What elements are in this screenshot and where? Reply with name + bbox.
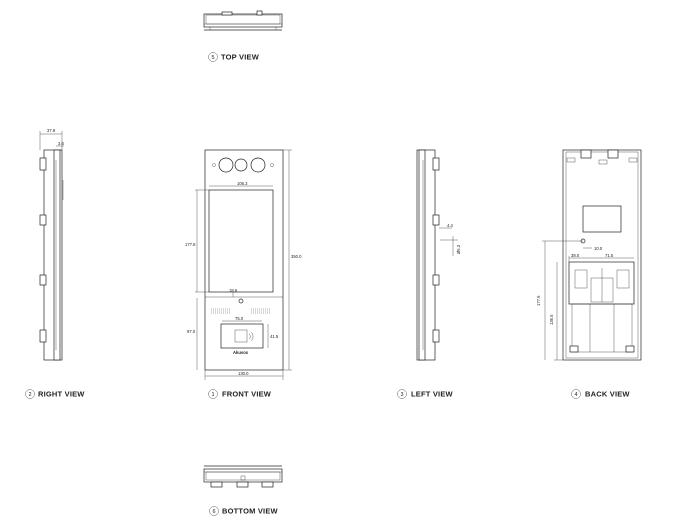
back-dim-d: 177.6 — [536, 295, 541, 306]
lower-height-dim: 97.0 — [187, 329, 196, 334]
total-width-dim: 130.0 — [238, 371, 249, 376]
back-view-drawing: 10.0 38.0 71.5 177.6 136.5 — [536, 149, 642, 361]
bottom-view-label: BOTTOM VIEW — [222, 507, 279, 516]
bottom-view-caption: 6 BOTTOM VIEW — [209, 506, 279, 516]
label-plate — [582, 205, 622, 233]
left-view-label: LEFT VIEW — [411, 390, 454, 399]
back-dim-b: 71.5 — [605, 253, 614, 258]
left-dim-a: 4.4 — [447, 223, 453, 228]
top-view-number: 5 — [211, 55, 214, 61]
screen-height-dim: 177.8 — [185, 242, 196, 247]
right-view-drawing: 37.9 3.6 — [39, 128, 64, 361]
front-view-label: FRONT VIEW — [222, 390, 272, 399]
back-view-caption: 4 BACK VIEW — [571, 389, 630, 399]
brand-logo: Akuvox — [233, 350, 249, 355]
sensor-slot-1 — [218, 157, 234, 173]
reader-height-dim: 41.5 — [270, 334, 279, 339]
camera-lens — [234, 158, 248, 172]
top-view-drawing — [203, 10, 283, 31]
back-dim-c: 10.0 — [594, 246, 603, 251]
top-view-caption: 5 TOP VIEW — [208, 52, 260, 62]
right-view-caption: 2 RIGHT VIEW — [25, 389, 85, 399]
bottom-view-drawing — [203, 465, 283, 488]
screen-width-dim: 106.3 — [237, 181, 248, 186]
right-view-label: RIGHT VIEW — [38, 390, 85, 399]
microphone-hole — [238, 298, 244, 304]
front-view-drawing: 106.3 177.8 350.0 18.6 75.0 41.5 9 — [185, 149, 302, 380]
bottom-view-number: 6 — [212, 509, 215, 515]
right-depth-dim: 37.9 — [47, 128, 56, 133]
back-view-number: 4 — [574, 392, 577, 398]
back-dim-e: 136.5 — [549, 314, 554, 325]
back-dim-a: 38.0 — [571, 253, 580, 258]
front-view-number: 1 — [211, 392, 214, 398]
back-view-label: BACK VIEW — [585, 390, 630, 399]
left-dim-b: Ø6.3 — [456, 244, 461, 254]
speaker-grille-left — [211, 308, 231, 314]
sensor-slot-2 — [250, 157, 266, 173]
total-height-dim: 350.0 — [291, 254, 302, 259]
speaker-grille-right — [251, 308, 271, 314]
reader-width-dim: 75.0 — [235, 316, 244, 321]
mounting-bracket — [568, 261, 635, 305]
front-view-caption: 1 FRONT VIEW — [208, 389, 272, 399]
right-small-dim: 3.6 — [58, 141, 64, 146]
right-view-number: 2 — [28, 392, 31, 398]
left-view-number: 3 — [400, 392, 403, 398]
top-view-label: TOP VIEW — [221, 53, 260, 62]
card-reader-area — [220, 323, 264, 349]
display-screen — [208, 189, 274, 293]
left-view-drawing: 4.4 Ø6.3 — [416, 149, 461, 361]
lower-gap-dim: 18.6 — [229, 288, 238, 293]
left-view-caption: 3 LEFT VIEW — [397, 389, 454, 399]
